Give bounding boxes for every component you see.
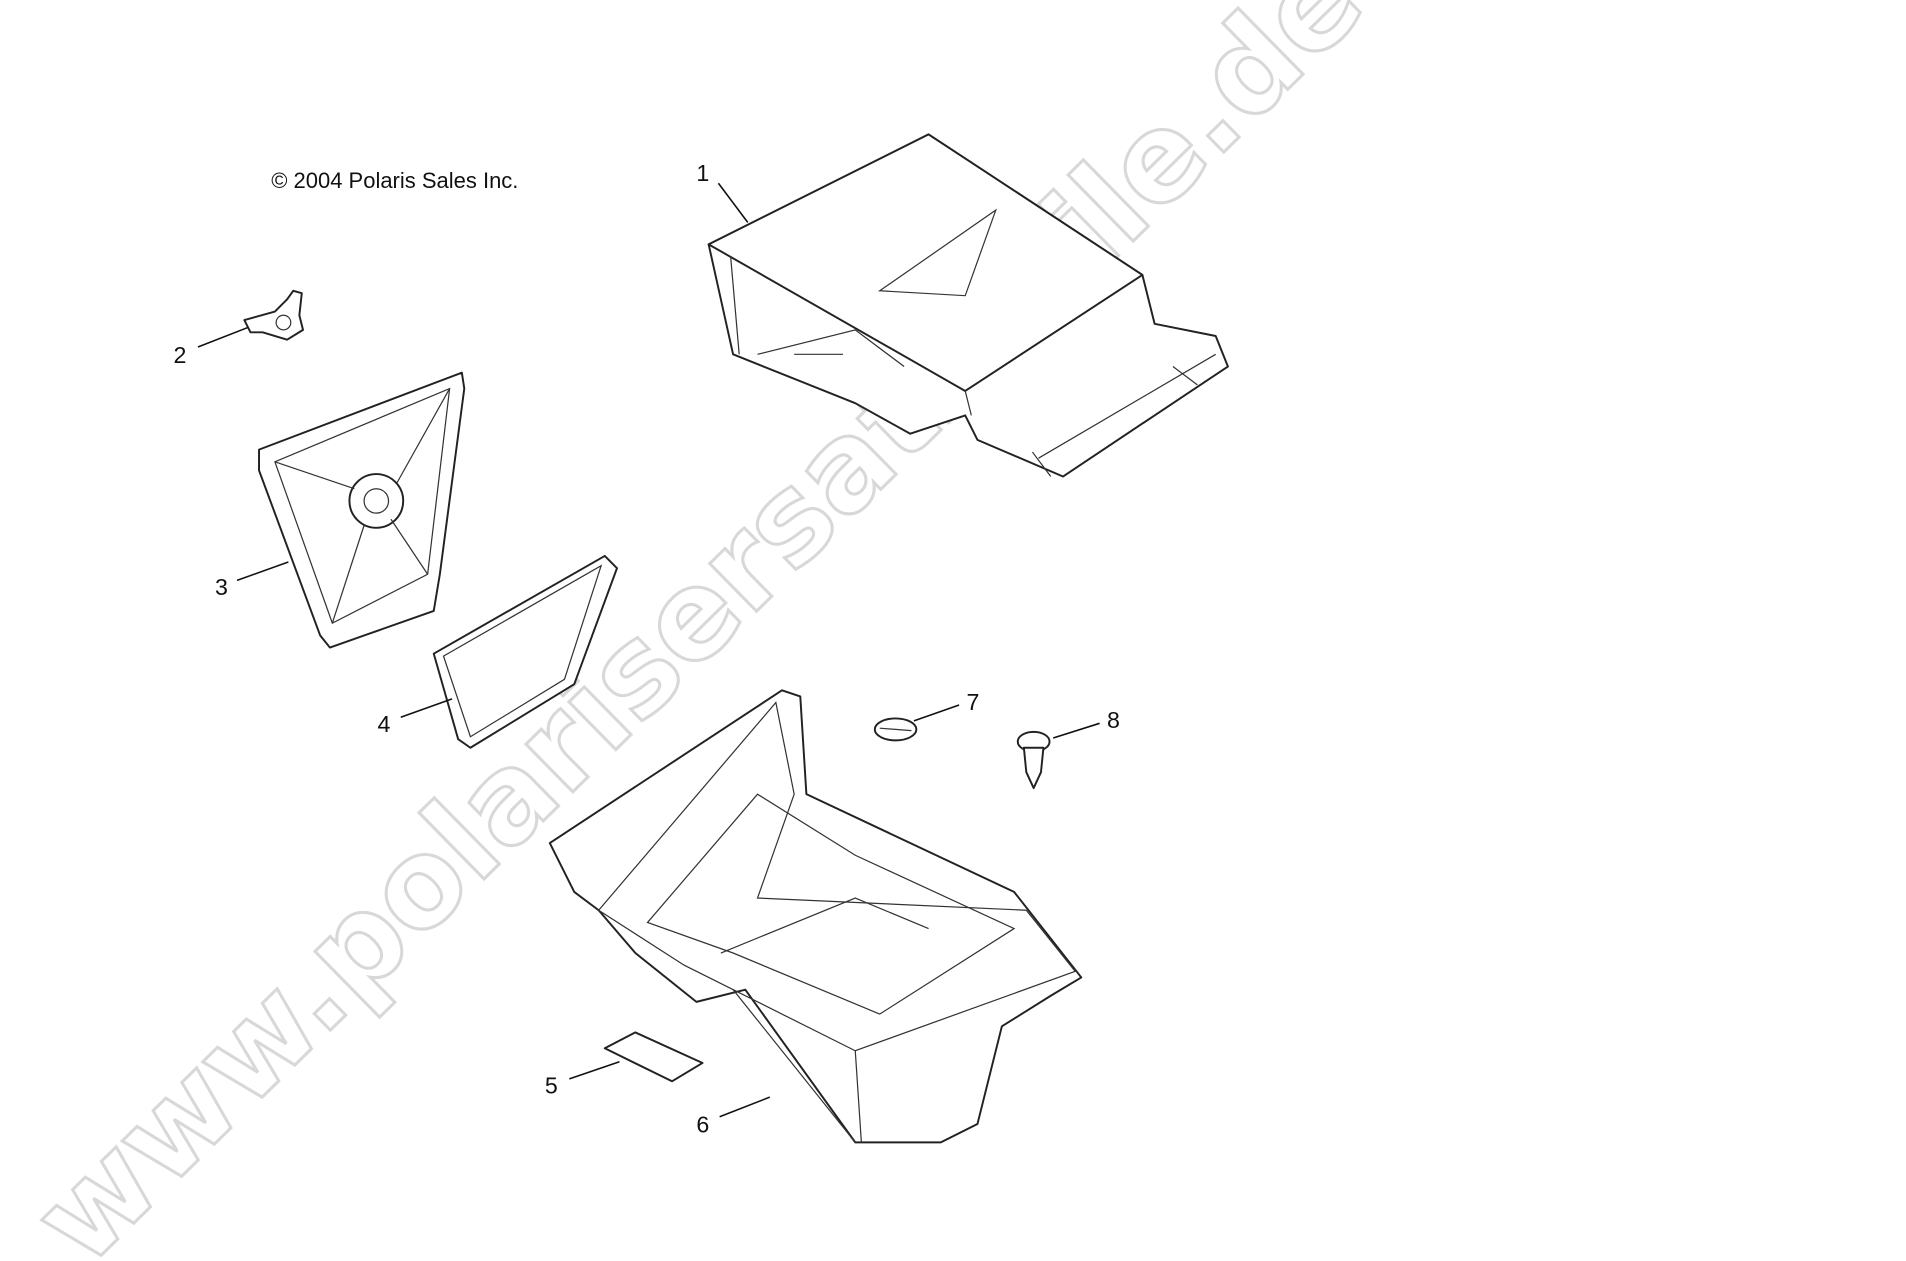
copyright-text: © 2004 Polaris Sales Inc. <box>271 168 518 193</box>
callout-label: 3 <box>215 574 228 600</box>
callout-6: 6 <box>696 1096 771 1138</box>
part-5-pad <box>603 1031 704 1083</box>
part-3-door <box>258 371 466 649</box>
part-2-latch <box>243 289 304 341</box>
callout-2: 2 <box>173 326 249 368</box>
callout-label: 8 <box>1107 707 1120 733</box>
callout-7: 7 <box>913 689 979 722</box>
part-6-box <box>548 689 1083 1144</box>
watermark: www.polarisersatzteile.de <box>6 0 1389 1261</box>
part-8-push-rivet <box>1016 730 1051 790</box>
callout-label: 5 <box>545 1073 558 1099</box>
callout-5: 5 <box>545 1060 620 1099</box>
callout-label: 6 <box>696 1112 709 1138</box>
part-4-seal <box>432 554 618 749</box>
part-7-plug <box>873 717 918 742</box>
callout-label: 2 <box>173 342 186 368</box>
callout-label: 4 <box>378 711 391 737</box>
callout-3: 3 <box>215 561 289 600</box>
part-1-lid <box>707 133 1229 478</box>
callout-label: 7 <box>966 689 979 715</box>
callout-1: 1 <box>696 160 749 223</box>
callout-8: 8 <box>1052 707 1120 739</box>
callout-4: 4 <box>378 698 453 737</box>
callout-label: 1 <box>696 160 709 186</box>
